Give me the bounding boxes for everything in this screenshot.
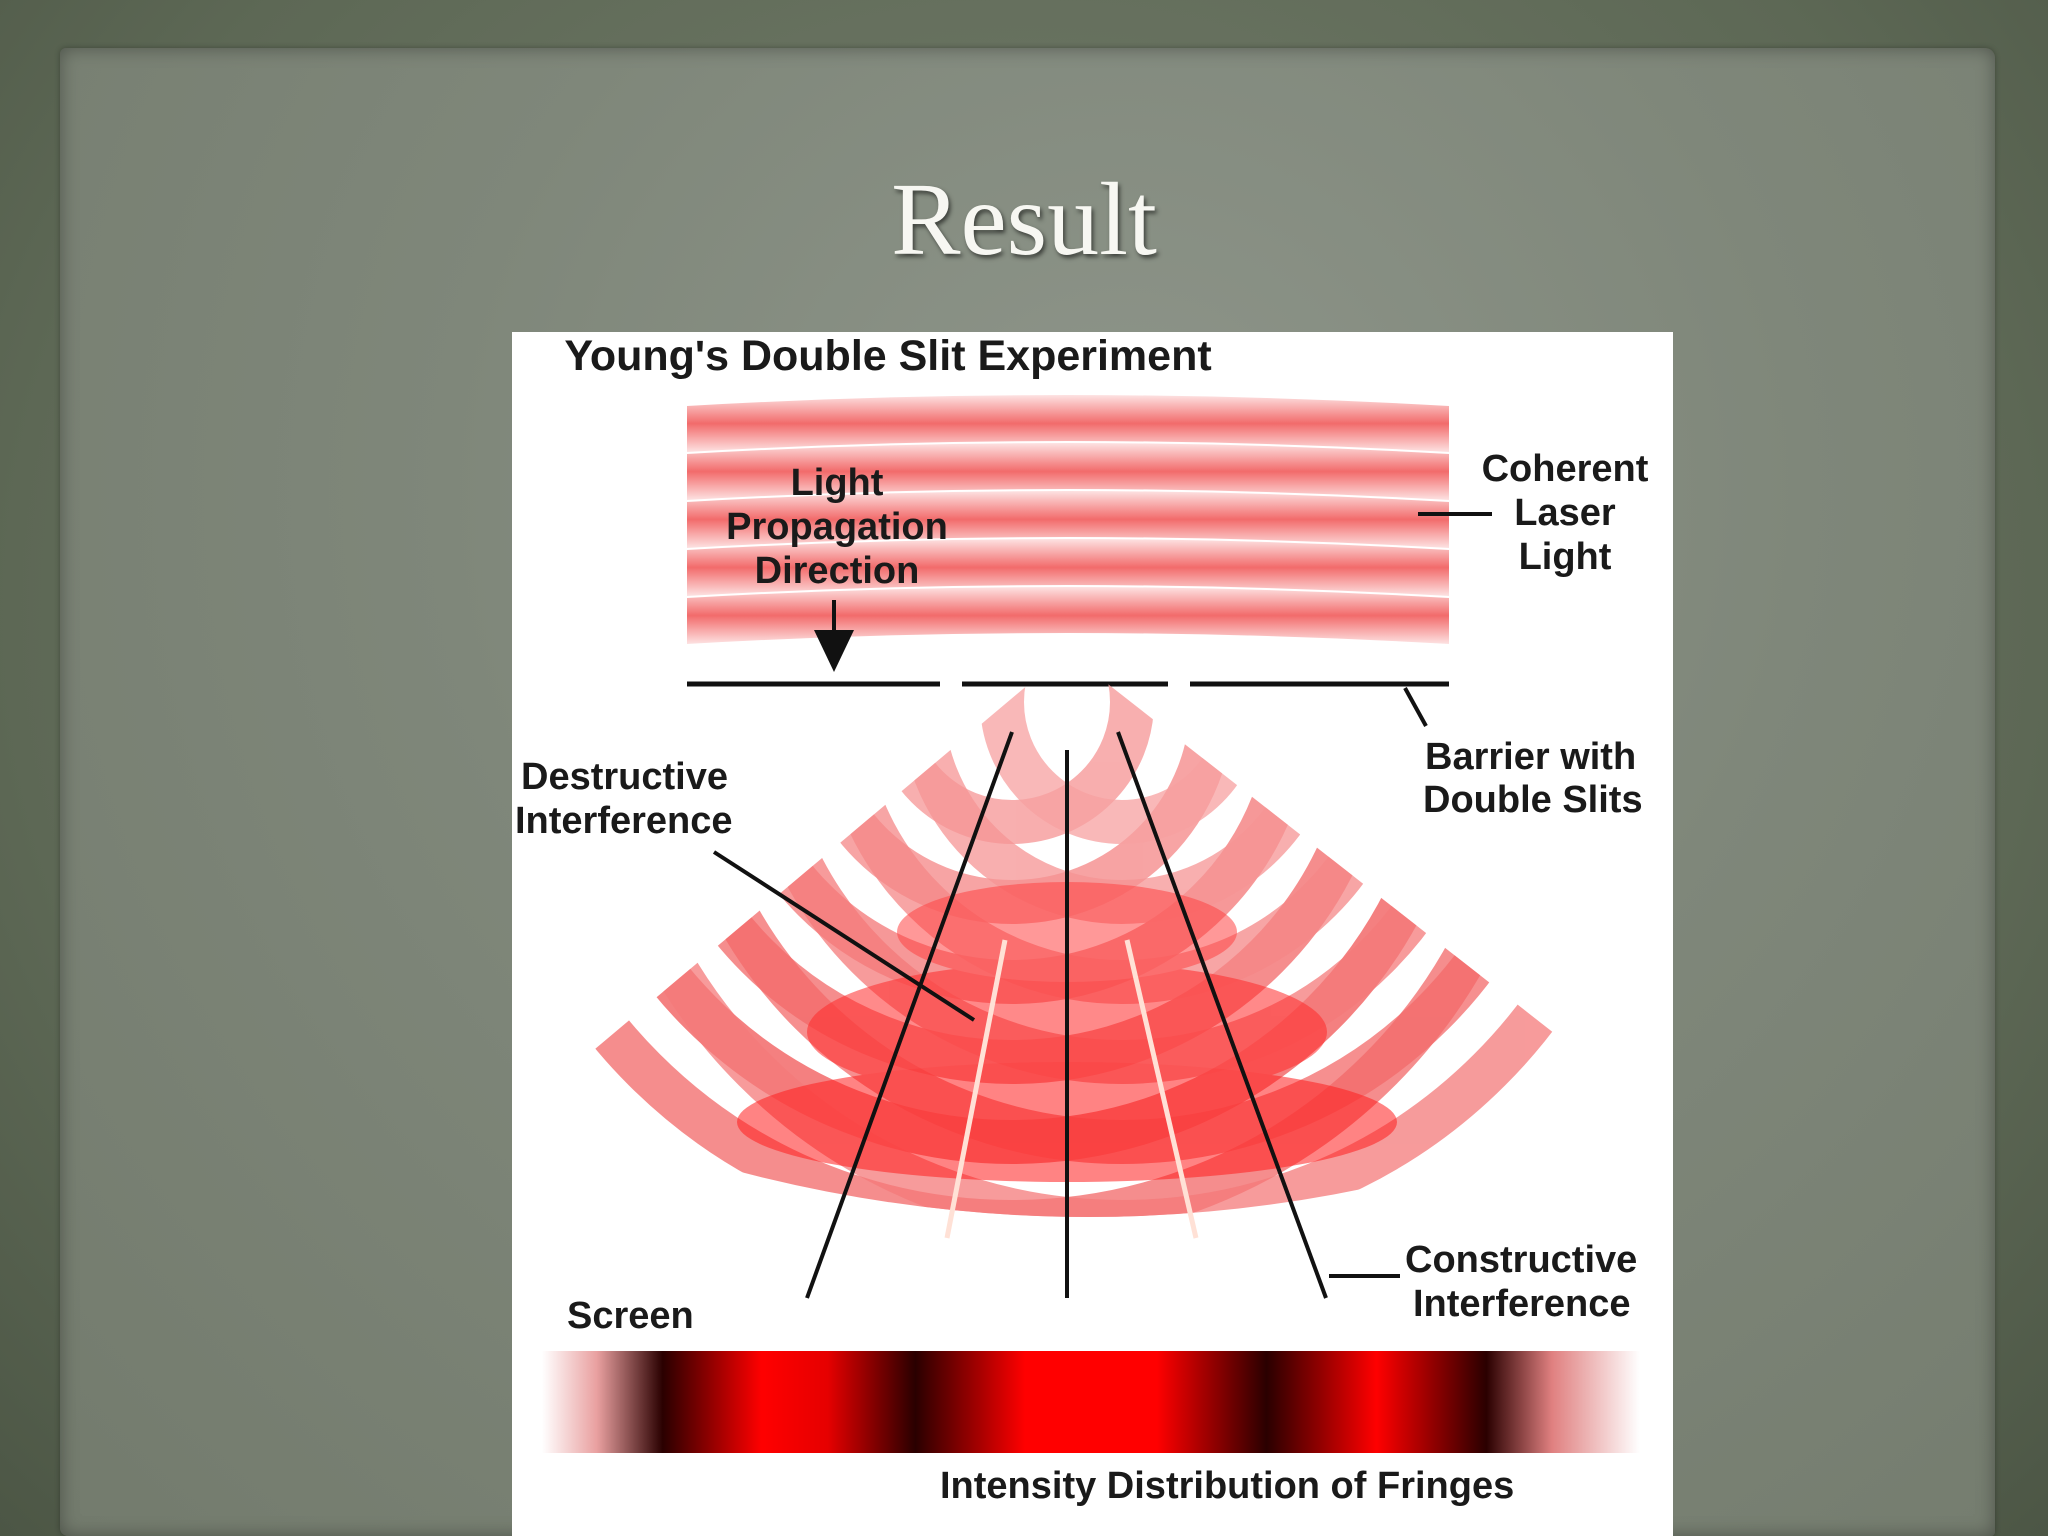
svg-text:Laser: Laser: [1514, 492, 1616, 534]
barrier-with-slits: [687, 681, 1449, 727]
diagram-title: Young's Double Slit Experiment: [564, 332, 1211, 380]
svg-text:Interference: Interference: [515, 800, 733, 842]
double-slit-diagram: Young's Double Slit Experiment Light Pro…: [515, 332, 1649, 1507]
svg-text:Double Slits: Double Slits: [1423, 779, 1643, 821]
svg-text:Barrier with: Barrier with: [1425, 736, 1636, 778]
destructive-interference-label: Destructive Interference: [515, 756, 976, 1022]
light-propagation-label: Light Propagation Direction: [726, 462, 948, 592]
svg-text:Coherent: Coherent: [1482, 448, 1649, 490]
svg-text:Light: Light: [791, 462, 884, 504]
coherent-laser-label: Coherent Laser Light: [1418, 448, 1649, 578]
svg-text:Direction: Direction: [755, 550, 920, 592]
svg-text:Destructive: Destructive: [521, 756, 728, 798]
down-arrow-icon: [814, 600, 854, 672]
barrier-label: Barrier with Double Slits: [1423, 736, 1643, 821]
plane-waves: [687, 395, 1449, 644]
antinodal-lines: [805, 731, 1328, 1299]
svg-text:Light: Light: [1519, 536, 1612, 578]
screen-label: Screen: [567, 1295, 694, 1337]
svg-text:Propagation: Propagation: [726, 506, 948, 548]
fringe-intensity-bar: [542, 1351, 1640, 1453]
svg-text:Constructive: Constructive: [1405, 1239, 1637, 1281]
svg-text:Interference: Interference: [1413, 1283, 1631, 1325]
intensity-label: Intensity Distribution of Fringes: [940, 1465, 1514, 1507]
slide-title: Result: [891, 162, 1157, 277]
double-slit-diagram-panel: Young's Double Slit Experiment Light Pro…: [512, 332, 1673, 1536]
constructive-interference-label: Constructive Interference: [1329, 1239, 1637, 1325]
nodal-lines: [944, 939, 1199, 1239]
